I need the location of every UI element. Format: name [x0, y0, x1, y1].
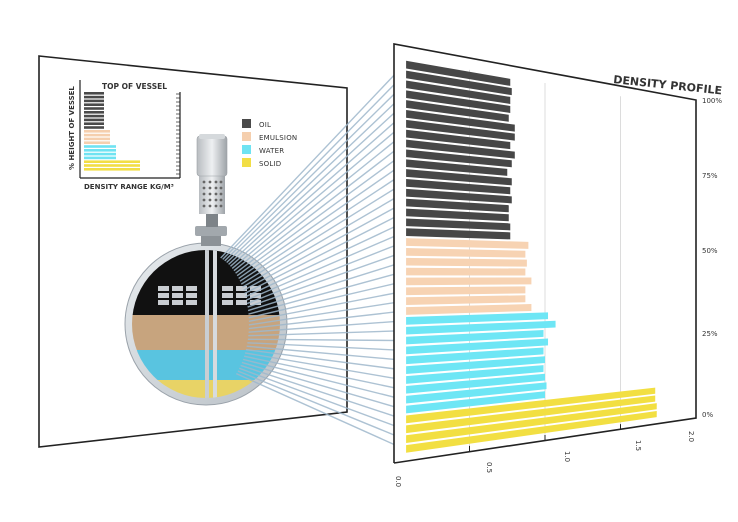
density-bar-oil [406, 159, 508, 176]
density-bar-water [406, 356, 545, 374]
density-bar-oil [406, 80, 511, 104]
density-bar-water [406, 391, 545, 414]
right-panel: DENSITY PROFILE 100% 75% 50% 25% 0% 0.0 … [393, 43, 723, 487]
density-bar-emulsion [406, 248, 526, 258]
density-bar-oil [406, 70, 512, 96]
density-bar-emulsion [406, 277, 532, 286]
y-tick-50: 50% [702, 247, 718, 255]
x-tick-2-0: 2.0 [687, 431, 695, 442]
density-bar-emulsion [406, 286, 526, 296]
density-bar-emulsion [406, 295, 526, 305]
density-bar-oil [406, 208, 509, 222]
density-bar-oil [406, 198, 509, 213]
density-bar-solid [406, 395, 656, 434]
density-bar-oil [406, 188, 512, 204]
legend-label-solid: SOLID [259, 160, 281, 168]
density-bar-oil [406, 110, 515, 132]
density-bar-emulsion [406, 257, 527, 267]
x-tick-0-5: 0.5 [485, 462, 493, 473]
projection-lines [220, 64, 405, 450]
legend-label-emulsion: EMULSION [259, 134, 297, 142]
mini-chart: TOP OF VESSEL % HEIGHT OF VESSEL DENSITY… [68, 80, 181, 191]
density-bar-water [406, 312, 549, 325]
density-bar-water [406, 320, 556, 335]
density-bar-oil [406, 90, 511, 113]
mini-chart-title: TOP OF VESSEL [102, 82, 167, 91]
legend: OIL EMULSION WATER SOLID [242, 119, 297, 168]
density-bar-water [406, 347, 544, 365]
density-bars [406, 60, 657, 453]
density-bar-oil [406, 218, 511, 231]
mini-chart-xlabel: DENSITY RANGE KG/M³ [84, 183, 174, 191]
y-tick-25: 25% [702, 330, 718, 338]
density-bar-water [406, 365, 544, 384]
density-bar-oil [406, 139, 515, 159]
density-bar-emulsion [406, 304, 532, 315]
x-tick-1-0: 1.0 [563, 451, 571, 462]
x-tick-0-0: 0.0 [394, 476, 402, 487]
density-bar-water [406, 338, 549, 355]
density-bar-solid [406, 411, 657, 453]
legend-label-oil: OIL [259, 121, 271, 129]
density-bar-oil [406, 60, 511, 86]
density-bar-solid [406, 387, 656, 424]
y-tick-100: 100% [702, 97, 722, 105]
mini-chart-ylabel: % HEIGHT OF VESSEL [68, 86, 76, 170]
density-bar-oil [406, 169, 512, 186]
density-bar-water [406, 373, 545, 394]
density-bar-oil [406, 100, 509, 122]
legend-swatch-solid [242, 158, 251, 167]
density-bar-oil [406, 179, 511, 195]
density-bar-water [406, 382, 547, 404]
density-bar-oil [406, 119, 515, 141]
density-bar-solid [406, 403, 657, 443]
legend-label-water: WATER [259, 147, 284, 155]
density-bar-emulsion [406, 267, 526, 276]
density-bar-water [406, 330, 544, 345]
legend-swatch-oil [242, 119, 251, 128]
density-bar-oil [406, 129, 511, 150]
legend-swatch-water [242, 145, 251, 154]
density-bar-oil [406, 149, 512, 168]
density-bar-emulsion [406, 238, 529, 249]
y-tick-75: 75% [702, 172, 718, 180]
density-bar-oil [406, 228, 511, 240]
y-tick-0: 0% [702, 411, 713, 419]
x-tick-1-5: 1.5 [634, 440, 642, 451]
legend-swatch-emulsion [242, 132, 251, 141]
